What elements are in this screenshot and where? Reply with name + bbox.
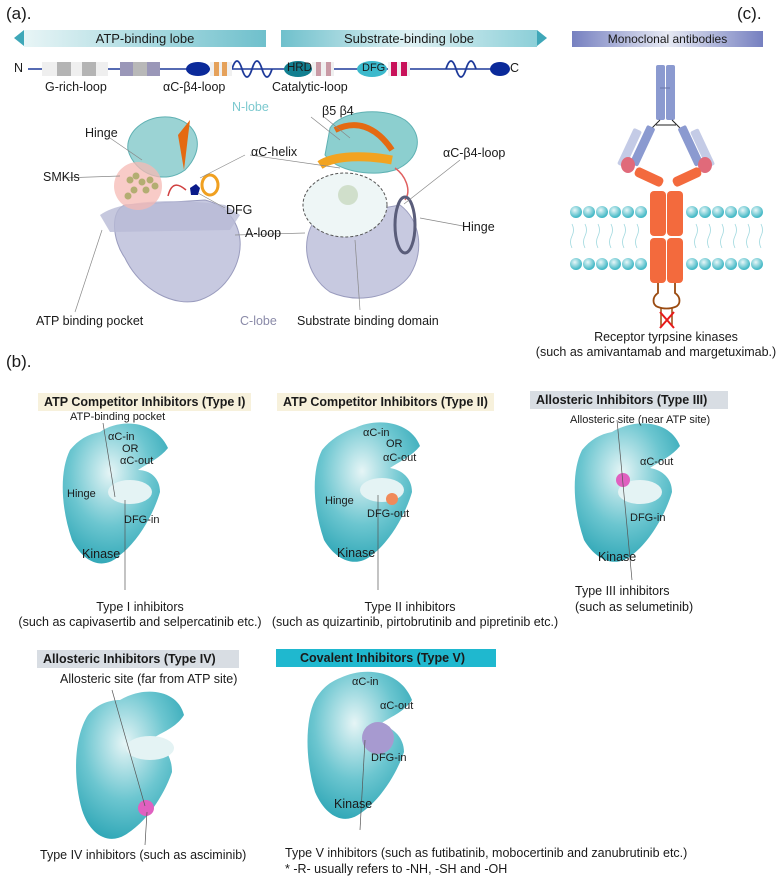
dfg-label: DFG	[226, 203, 253, 217]
type-iii-title: Allosteric Inhibitors (Type III)	[530, 391, 728, 409]
type-ii-hinge: Hinge	[325, 495, 354, 507]
type-ii-kinase: Kinase	[337, 546, 376, 560]
type-iv-title: Allosteric Inhibitors (Type IV)	[37, 650, 239, 668]
mab-header-bar	[572, 31, 763, 47]
panel-c-label: (c).	[737, 4, 762, 23]
n-terminus-label: N	[14, 61, 24, 75]
type-ii-ac-out: αC-out	[383, 452, 417, 464]
kinase-blob-type-v	[307, 671, 412, 819]
b5-b4-label: β5 β4	[322, 104, 354, 118]
type-ii-ac-in: αC-in	[363, 427, 390, 439]
type-i-ac-out: αC-out	[120, 455, 154, 467]
type-iii-dfg: DFG-in	[630, 512, 666, 524]
domain-boxes	[42, 61, 510, 77]
type-i-site-label: ATP-binding pocket	[70, 411, 166, 423]
kinase-structure-left	[100, 116, 241, 303]
panel-a-label: (a).	[6, 4, 32, 23]
ac-b4-loop-structure-label: αC-β4-loop	[443, 146, 506, 160]
kinase-blob-type-ii	[314, 422, 420, 562]
type-iii-caption1: Type III inhibitors	[575, 584, 670, 598]
type-v-kinase: Kinase	[334, 797, 373, 811]
g-rich-loop-label: G-rich-loop	[45, 80, 107, 94]
monoclonal-antibodies-header: Monoclonal antibodies	[607, 32, 728, 46]
cell-membrane	[570, 206, 763, 270]
type-iii-caption2: (such as selumetinib)	[575, 600, 694, 614]
type-iii-site-label: Allosteric site (near ATP site)	[570, 414, 711, 426]
rtk-caption-line2: (such as amivantamab and margetuximab.)	[535, 345, 777, 359]
monoclonal-antibody	[617, 65, 715, 173]
substrate-binding-lobe-arrow	[281, 30, 547, 47]
type-i-title: ATP Competitor Inhibitors (Type I)	[38, 393, 252, 411]
type-v-title: Covalent Inhibitors (Type V)	[276, 649, 496, 667]
type-iii-ac-out: αC-out	[640, 456, 674, 468]
type-ii-or: OR	[386, 438, 403, 450]
c-lobe-label: C-lobe	[240, 314, 277, 328]
type-i-ac-in: αC-in	[108, 431, 135, 443]
kinase-blob-type-iii	[574, 423, 680, 562]
kinase-blob-type-i	[62, 423, 168, 564]
atp-binding-lobe-arrow	[14, 30, 266, 47]
type-v-dfg: DFG-in	[371, 752, 407, 764]
atp-lobe-label: ATP-binding lobe	[95, 31, 195, 46]
receptor-tyrosine-kinase	[634, 167, 702, 329]
kinase-blob-type-iv	[76, 691, 184, 839]
leader-lines-b	[102, 419, 633, 846]
type-v-ac-out: αC-out	[380, 700, 414, 712]
type-i-dfg: DFG-in	[124, 514, 160, 526]
leader-lines-a	[61, 116, 464, 313]
type-i-caption1: Type I inhibitors	[96, 600, 184, 614]
n-lobe-label: N-lobe	[232, 100, 269, 114]
type-v-ac-in: αC-in	[352, 676, 379, 688]
kinase-structure-right	[302, 111, 420, 299]
type-iii-kinase: Kinase	[598, 550, 637, 564]
atp-binding-pocket-label: ATP binding pocket	[36, 314, 144, 328]
type-i-or: OR	[122, 443, 139, 455]
ac-helix-label: αC-helix	[251, 145, 298, 159]
type-ii-dfg: DFG-out	[367, 508, 410, 520]
type-i-kinase: Kinase	[82, 547, 121, 561]
type-v-caption1: Type V inhibitors (such as futibatinib, …	[285, 846, 688, 860]
substrate-binding-domain-label: Substrate binding domain	[297, 314, 439, 328]
ac-b4-loop-label: αC-β4-loop	[163, 80, 226, 94]
hinge-right-label: Hinge	[462, 220, 495, 234]
hrd-motif: HRD	[287, 62, 312, 74]
a-loop-label: A-loop	[245, 226, 282, 240]
inhibition-x-icon	[659, 311, 675, 329]
smkis-label: SMKIs	[43, 170, 80, 184]
catalytic-loop-label: Catalytic-loop	[272, 80, 348, 94]
type-v-caption2: * -R- usually refers to -NH, -SH and -OH	[285, 862, 508, 876]
c-terminus-label: C	[510, 61, 520, 75]
type-ii-caption2: (such as quizartinib, pirtobrutinib and …	[271, 615, 559, 629]
type-i-caption2: (such as capivasertib and selpercatinib …	[18, 615, 262, 629]
type-ii-caption1: Type II inhibitors	[364, 600, 456, 614]
type-iv-site-label: Allosteric site (far from ATP site)	[60, 672, 238, 686]
panel-b-label: (b).	[6, 352, 32, 371]
dfg-motif: DFG	[362, 62, 386, 74]
substrate-lobe-label: Substrate-binding lobe	[343, 31, 475, 46]
type-iv-caption1: Type IV inhibitors (such as asciminib)	[40, 848, 247, 862]
hinge-left-label: Hinge	[85, 126, 118, 140]
type-ii-title: ATP Competitor Inhibitors (Type II)	[277, 393, 494, 411]
type-i-hinge: Hinge	[67, 488, 96, 500]
rtk-caption-line1: Receptor tyrpsine kinases	[594, 330, 738, 344]
